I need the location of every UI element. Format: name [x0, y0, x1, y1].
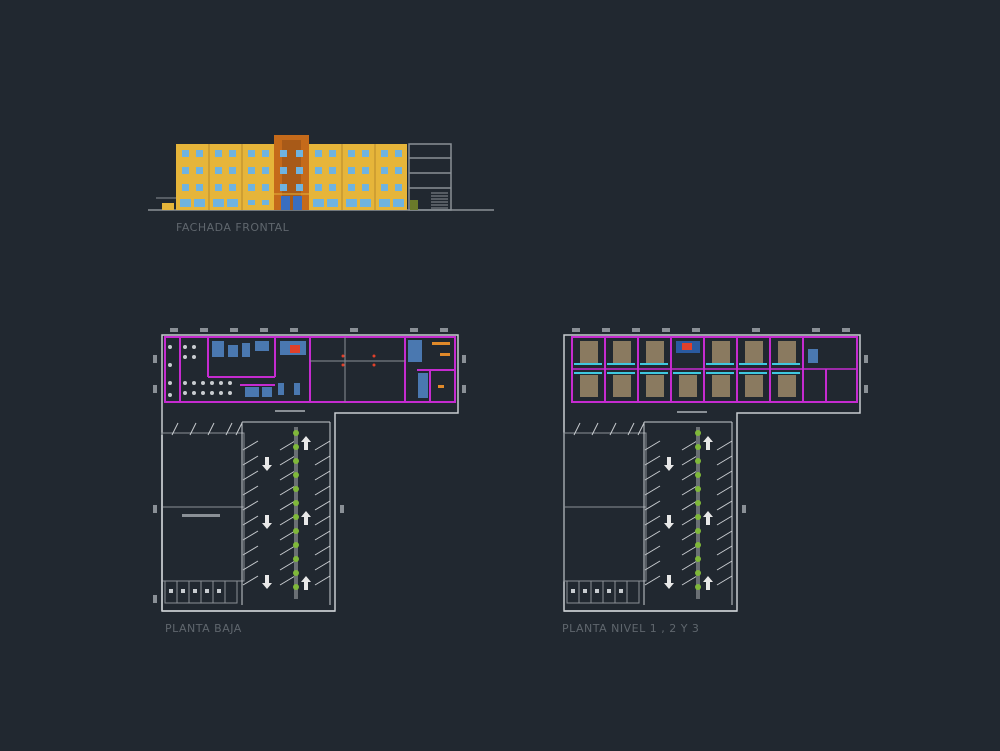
ground-floor-plan-graphic	[153, 328, 466, 612]
facade-title-label: FACHADA FRONTAL	[176, 221, 290, 234]
ground-floor-plan-drawing[interactable]	[150, 325, 470, 615]
upper-levels-plan-graphic	[563, 328, 868, 612]
ground-floor-title-label: PLANTA BAJA	[165, 622, 242, 635]
facade-elevation-drawing[interactable]	[148, 130, 496, 215]
upper-levels-title-label: PLANTA NIVEL 1 , 2 Y 3	[562, 622, 700, 635]
facade-elevation-graphic	[148, 135, 494, 211]
upper-levels-plan-drawing[interactable]	[552, 325, 872, 615]
